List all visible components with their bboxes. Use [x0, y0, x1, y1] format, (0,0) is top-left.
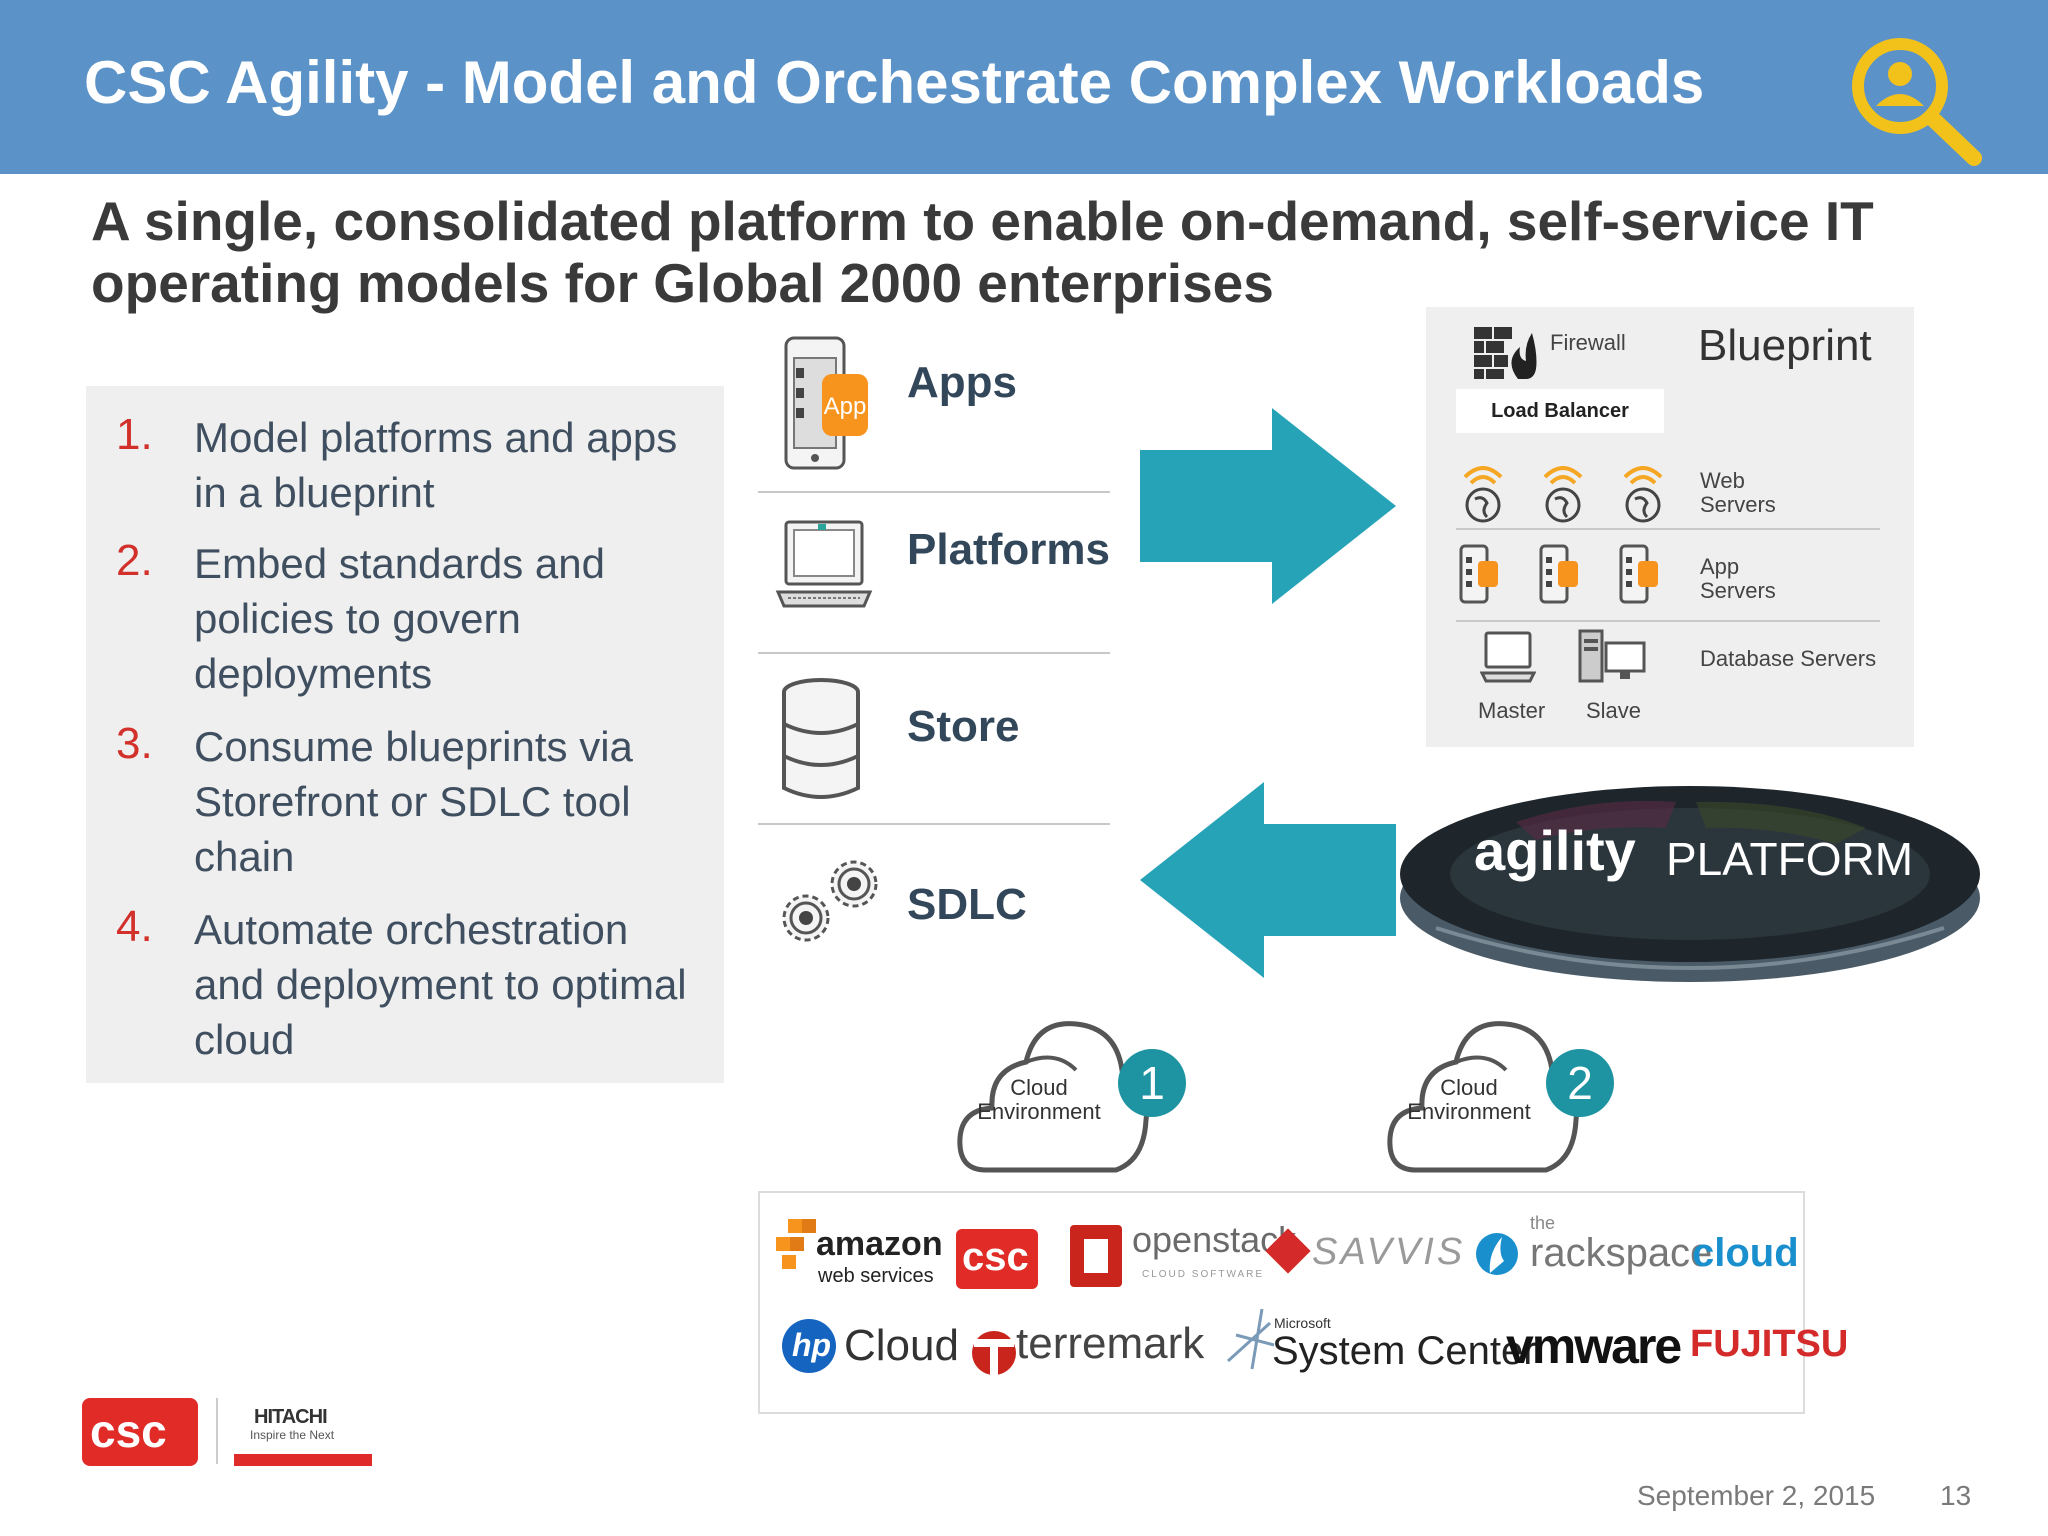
openstack-sub: CLOUD SOFTWARE: [1142, 1269, 1265, 1280]
divider: [758, 491, 1110, 493]
app-servers-line-2: Servers: [1700, 578, 1776, 603]
agility-platform-graphic: [1400, 786, 1980, 982]
master-server-icon: [1480, 631, 1536, 683]
app-server-icon: [1459, 544, 1498, 604]
slide-title: CSC Agility - Model and Orchestrate Comp…: [84, 49, 1705, 116]
app-servers-line-1: App: [1700, 554, 1740, 579]
cloud-number-badge: 1: [1118, 1049, 1186, 1117]
cloud-number-badge: 2: [1546, 1049, 1614, 1117]
terremark-logo: terremark: [1016, 1319, 1205, 1368]
laptop-icon: [775, 520, 873, 608]
cloud-icon: [957, 1021, 1150, 1173]
step-text: Automate orchestration and deployment to…: [194, 906, 687, 1063]
amazon-cubes-icon: [776, 1219, 816, 1269]
database-servers-label: Database Servers: [1700, 646, 1877, 671]
footer-csc-logo-box: [82, 1398, 198, 1466]
openstack-mark: [1070, 1225, 1122, 1287]
fujitsu-logo: FUJITSU: [1690, 1323, 1849, 1365]
vmware-logo: vmware: [1506, 1318, 1682, 1374]
app-server-icon: [1539, 544, 1578, 604]
web-server-icon: [1623, 466, 1663, 523]
footer-date: September 2, 2015: [1637, 1480, 1876, 1511]
steps-panel: 1. Model platforms and apps in a bluepri…: [86, 386, 724, 1083]
load-balancer-label: Load Balancer: [1456, 389, 1664, 433]
app-servers-label: App Servers: [1700, 555, 1776, 603]
cloud-label-line-1: Cloud: [1010, 1075, 1068, 1100]
step-number: 2.: [116, 536, 153, 585]
terremark-mark: [972, 1331, 1016, 1375]
web-server-icon: [1463, 466, 1503, 523]
footer-hitachi-tagline: Inspire the Next: [250, 1428, 335, 1442]
mobile-app-icon: App: [784, 336, 868, 470]
footer-logo-divider: [216, 1398, 218, 1464]
search-person-icon: [1852, 38, 1982, 166]
web-server-icon: [1543, 466, 1583, 523]
cloud-label-line-2: Environment: [1407, 1099, 1531, 1124]
cloud-label-line-1: Cloud: [1440, 1075, 1498, 1100]
arrow-left: [1140, 782, 1396, 978]
category-platforms: Platforms: [907, 525, 1110, 574]
microsoft-label: Microsoft: [1274, 1315, 1331, 1331]
hp-logo: hp: [792, 1327, 832, 1363]
step-number: 1.: [116, 410, 153, 459]
csc-logo-box: [956, 1229, 1038, 1289]
category-sdlc: SDLC: [907, 880, 1027, 929]
slide-subtitle: A single, consolidated platform to enabl…: [91, 190, 1874, 314]
footer-hitachi-logo: HITACHI: [254, 1406, 328, 1428]
hp-mark: [782, 1319, 836, 1373]
step-number: 4.: [116, 902, 153, 951]
rackspace-the: the: [1530, 1213, 1556, 1233]
step-number: 3.: [116, 719, 153, 768]
agility-platform-label: PLATFORM: [1666, 833, 1914, 885]
footer-hitachi-bar: [234, 1454, 372, 1466]
app-server-icon: [1619, 544, 1658, 604]
web-servers-line-1: Web: [1700, 468, 1745, 493]
agility-wordmark: agility: [1474, 819, 1636, 882]
rackspace-mark: [1476, 1233, 1518, 1275]
header-bar: [0, 0, 2048, 174]
amazon-logo: amazon: [816, 1225, 943, 1263]
firewall-label: Firewall: [1550, 330, 1626, 355]
blueprint-panel: Firewall Blueprint Load Balancer Web Ser…: [1426, 307, 1914, 747]
cloud-label-line-2: Environment: [977, 1099, 1101, 1124]
divider: [758, 823, 1110, 825]
savvis-logo: SAVVIS: [1312, 1231, 1466, 1273]
blueprint-title: Blueprint: [1698, 321, 1872, 370]
svg-text:App: App: [824, 393, 867, 420]
step-text: Consume blueprints via Storefront or SDL…: [194, 723, 633, 880]
system-center-logo: System Center: [1272, 1329, 1537, 1373]
divider: [758, 652, 1110, 654]
cloud-environment-1-label: Cloud Environment: [966, 1076, 1112, 1124]
category-apps: Apps: [907, 358, 1017, 407]
cloud-environment-2-label: Cloud Environment: [1396, 1076, 1542, 1124]
footer-csc-logo: csc: [90, 1405, 167, 1457]
rackspace-cloud: cloud: [1692, 1231, 1799, 1275]
system-center-mark: [1226, 1308, 1275, 1370]
slave-server-icon: [1578, 629, 1646, 683]
cloud-providers-panel: amazon web services csc openstack CLOUD …: [758, 1191, 1848, 1414]
csc-logo: csc: [962, 1235, 1029, 1279]
web-servers-line-2: Servers: [1700, 492, 1776, 517]
firewall-icon: [1474, 327, 1537, 379]
slave-label: Slave: [1586, 698, 1642, 723]
category-store: Store: [907, 702, 1020, 751]
cloud-icon: [1387, 1021, 1580, 1173]
gears-icon: [782, 860, 878, 942]
page-number: 13: [1940, 1480, 1972, 1511]
step-text: Model platforms and apps in a blueprint: [194, 414, 678, 516]
rackspace-logo: rackspace: [1530, 1231, 1713, 1275]
divider: [1456, 620, 1880, 622]
step-text: Embed standards and policies to govern d…: [194, 540, 605, 697]
web-servers-label: Web Servers: [1700, 469, 1776, 517]
divider: [1456, 528, 1880, 530]
arrow-right: [1140, 408, 1396, 604]
database-icon: [782, 678, 860, 799]
master-label: Master: [1478, 698, 1546, 723]
amazon-sub: web services: [818, 1265, 934, 1287]
hp-cloud-label: Cloud: [844, 1321, 959, 1370]
